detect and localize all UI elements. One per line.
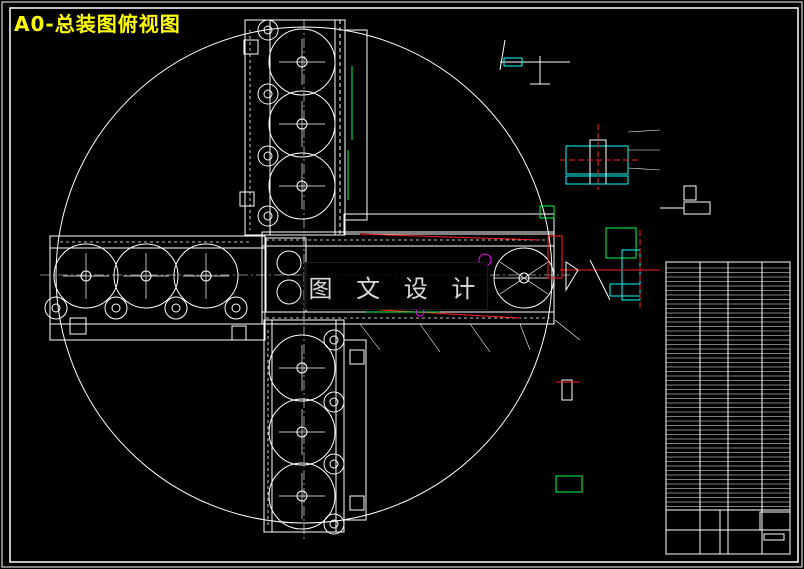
cad-accents (347, 66, 563, 319)
leader-lines (359, 129, 661, 353)
station-discs (53, 28, 555, 530)
watermark: 图 文 设 计 (304, 262, 488, 310)
arm-left (49, 235, 266, 341)
drawing-frame-inner (9, 7, 799, 563)
drawing-title: A0-总装图俯视图 (14, 12, 181, 36)
conveyor-marks (60, 30, 550, 528)
detail-view-top (499, 39, 570, 85)
disc-spokes (63, 39, 554, 519)
parts-list-table (665, 261, 791, 555)
arm-bottom (263, 319, 367, 533)
detail-view-small (555, 379, 583, 493)
disc-hubs (80, 56, 530, 502)
parts-list-rows (666, 267, 790, 507)
drive-mechanism (560, 227, 660, 310)
detail-view-bearing (560, 124, 640, 190)
detail-view-bracket (660, 185, 711, 215)
watermark-text: 图 文 设 计 (308, 274, 484, 303)
roller-assemblies (44, 19, 365, 535)
